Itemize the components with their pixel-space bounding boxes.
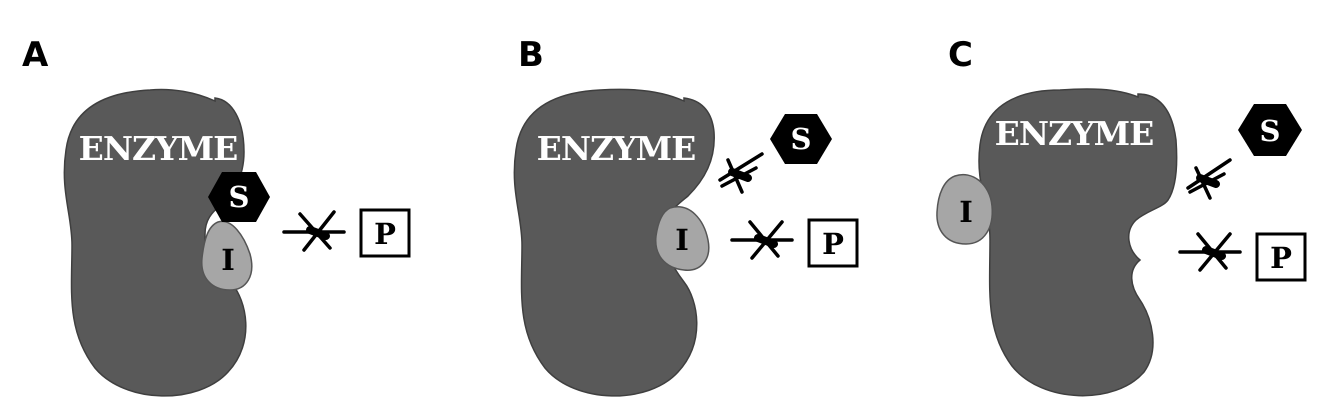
inhibitor-blob (201, 220, 253, 291)
product-box (359, 208, 411, 258)
panel-a: A ENZYME I S P (22, 35, 411, 397)
panel-c: C ENZYME I S P (936, 35, 1307, 397)
panel-b: B ENZYME I S P (513, 35, 859, 397)
blocked-reaction-arrow-icon (1178, 232, 1242, 272)
substrate-label: S (791, 122, 812, 156)
inhibitor-label: I (959, 195, 973, 229)
blocked-reaction-arrow-icon (1186, 158, 1232, 200)
substrate-hexagon (208, 172, 270, 222)
inhibitor-label: I (675, 223, 689, 257)
inhibitor-blob (655, 206, 710, 271)
enzyme-body (63, 88, 247, 397)
panel-label: B (518, 35, 544, 75)
inhibitor-label: I (221, 243, 235, 277)
blocked-reaction-arrow-icon (718, 152, 764, 194)
product-box (807, 218, 859, 268)
inhibitor-blob (936, 173, 993, 245)
panel-label: C (948, 35, 973, 75)
enzyme-label: ENZYME (995, 114, 1154, 153)
enzyme-label: ENZYME (79, 129, 238, 168)
substrate-label: S (229, 180, 250, 214)
product-label: P (1270, 241, 1292, 275)
substrate-label: S (1260, 114, 1281, 148)
product-box (1255, 232, 1307, 282)
blocked-reaction-arrow-icon (730, 220, 794, 260)
blocked-reaction-arrow-icon (282, 210, 346, 252)
product-label: P (374, 217, 396, 251)
product-label: P (822, 227, 844, 261)
enzyme-label: ENZYME (537, 129, 696, 168)
substrate-hexagon (770, 114, 832, 164)
substrate-hexagon (1238, 104, 1302, 156)
panel-label: A (22, 35, 49, 75)
enzyme-body (513, 88, 715, 397)
